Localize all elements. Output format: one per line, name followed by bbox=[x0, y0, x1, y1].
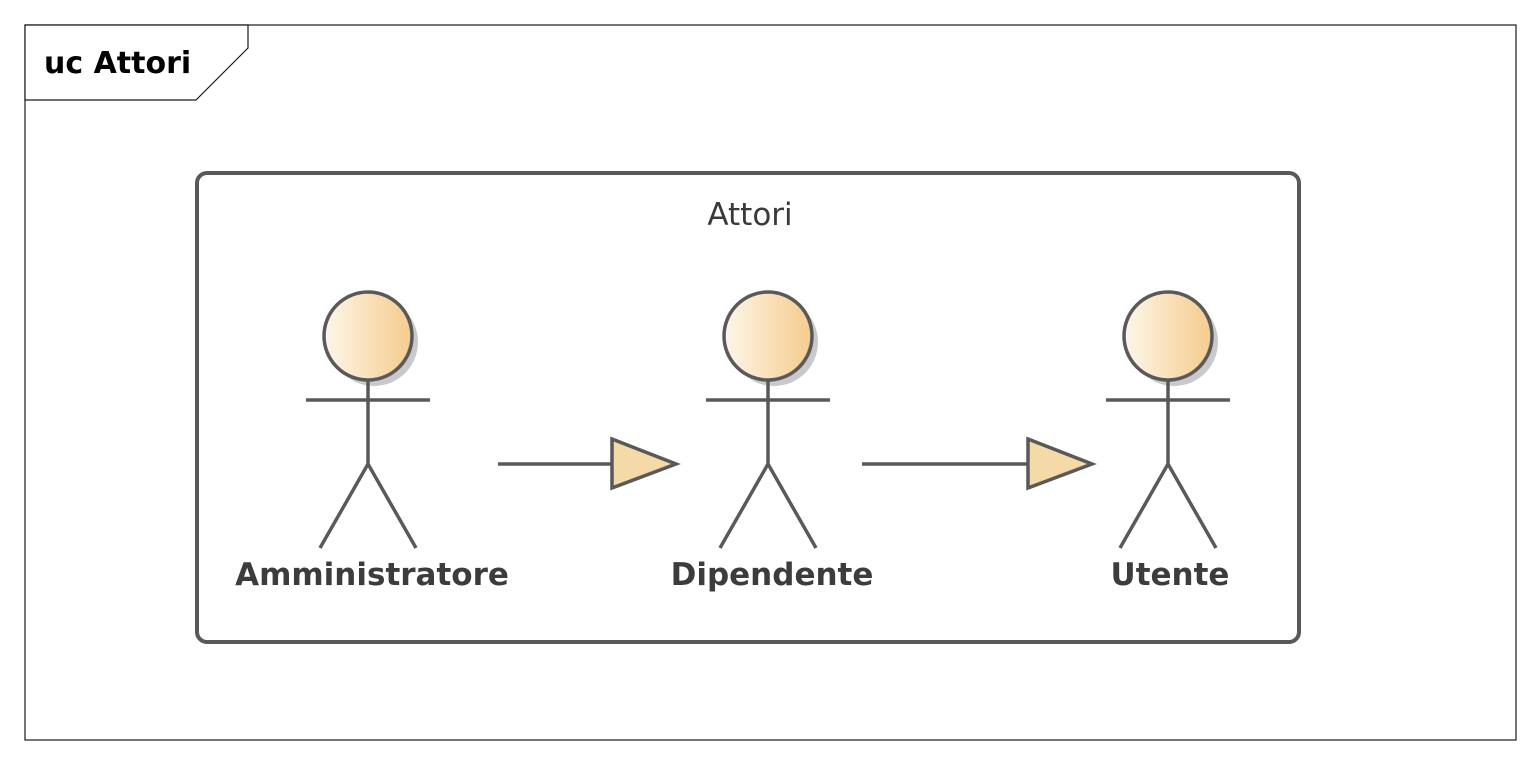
actor-head bbox=[1122, 290, 1214, 382]
actor-left-leg bbox=[1118, 463, 1170, 549]
generalization-amministratore-dipendente[interactable] bbox=[498, 436, 681, 491]
actor-right-leg bbox=[766, 463, 818, 549]
actor-head bbox=[322, 290, 414, 382]
actor-amministratore[interactable]: Amministratore bbox=[235, 290, 509, 593]
actor-left-leg bbox=[718, 463, 770, 549]
boundary-title: Attori bbox=[707, 197, 792, 233]
frame-title-tab bbox=[24, 24, 249, 101]
actor-head bbox=[722, 290, 814, 382]
actor-right-leg bbox=[1166, 463, 1218, 549]
actor-label: Dipendente bbox=[671, 557, 874, 593]
actor-dipendente[interactable]: Dipendente bbox=[671, 290, 874, 593]
actor-label: Utente bbox=[1111, 557, 1230, 593]
system-boundary bbox=[195, 171, 1301, 644]
actor-utente[interactable]: Utente bbox=[1106, 290, 1230, 593]
actor-label: Amministratore bbox=[235, 557, 509, 593]
actor-right-leg bbox=[366, 463, 418, 549]
actor-left-leg bbox=[318, 463, 370, 549]
generalization-dipendente-utente[interactable] bbox=[862, 436, 1097, 491]
generalization-arrowhead bbox=[610, 436, 681, 491]
frame-title: uc Attori bbox=[44, 46, 191, 81]
generalization-arrowhead bbox=[1026, 436, 1097, 491]
